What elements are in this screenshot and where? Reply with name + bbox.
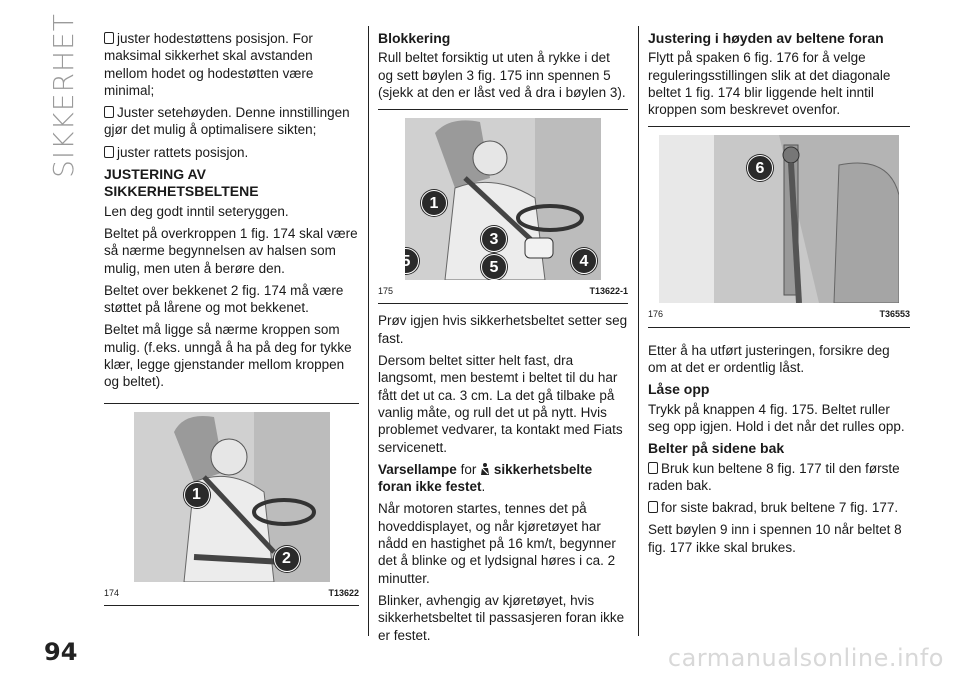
callout-4: 4 — [571, 248, 597, 275]
paragraph: Sett bøylen 9 inn i spennen 10 når belte… — [648, 522, 902, 555]
figure-caption: 174 T13622 — [104, 582, 359, 605]
warning-period: . — [481, 479, 486, 495]
callout-5b: 5 — [481, 254, 507, 281]
pillar-illustration — [659, 135, 899, 304]
callout-6: 6 — [747, 155, 773, 182]
callout-1: 1 — [421, 190, 447, 217]
figure-174: 1 2 174 T13622 — [104, 402, 359, 606]
paragraph: Len deg godt inntil seteryggen. — [104, 203, 289, 219]
bullet-steering: juster rattets posisjon. — [104, 144, 359, 161]
paragraph: Prøv igjen hvis sikkerhetsbeltet setter … — [378, 313, 628, 346]
paragraph: Rull beltet forsiktig ut uten å rykke i … — [378, 50, 626, 100]
figure-number: 176 — [648, 309, 664, 320]
section-title-text: SIKKERHET — [46, 12, 80, 178]
page-number: 94 — [44, 638, 78, 666]
warning-text: sikkerhetsbelte foran ikke festet — [378, 461, 593, 495]
figure-caption: 175 T13622-1 — [378, 280, 628, 303]
figure-number: 175 — [378, 286, 394, 297]
figure-number: 174 — [104, 587, 120, 598]
figure-174-image: 1 2 — [133, 411, 330, 582]
callout-3: 3 — [481, 226, 507, 253]
paragraph: Flytt på spaken 6 fig. 176 for å velge r… — [648, 50, 891, 118]
figure-code: T13622-1 — [589, 286, 628, 297]
watermark: carmanualsonline.info — [667, 644, 944, 672]
section-title-vertical: SIKKERHET — [38, 13, 88, 178]
callout-1: 1 — [183, 481, 210, 508]
heading-belt-adjust: JUSTERING AV SIKKERHETSBELTENE — [104, 166, 259, 200]
paragraph: Beltet på overkroppen 1 fig. 174 skal væ… — [104, 225, 358, 276]
bullet-seat-height: Juster setehøyden. Denne innstillingen g… — [104, 104, 359, 139]
figure-caption: 176 T36553 — [648, 303, 910, 326]
paragraph: Trykk på knappen 4 fig. 175. Beltet rull… — [648, 401, 905, 434]
heading-height-adjust: Justering i høyden av beltene foran — [648, 30, 884, 46]
figure-176: 6 176 T36553 — [648, 126, 910, 328]
paragraph: Etter å ha utført justeringen, forsikre … — [648, 342, 890, 376]
buckle-illustration — [405, 118, 601, 281]
paragraph: Når motoren startes, tennes det på hoved… — [378, 501, 616, 586]
warning-label: Varsellampe — [378, 461, 457, 477]
figure-rule — [648, 326, 910, 328]
column-divider — [638, 26, 639, 636]
column-left: juster hodestøttens posisjon. For maksim… — [104, 30, 359, 606]
warning-line: Varsellampe for sikkerhetsbelte foran ik… — [378, 461, 628, 496]
figure-176-image: 6 — [659, 135, 899, 304]
figure-code: T13622 — [328, 587, 359, 598]
bullet-rear-row1: Bruk kun beltene 8 fig. 177 til den førs… — [648, 460, 910, 495]
figure-rule — [104, 604, 359, 606]
paragraph: Dersom beltet sitter helt fast, dra lang… — [378, 353, 623, 455]
column-right: Justering i høyden av beltene foran Flyt… — [648, 30, 910, 561]
paragraph: Beltet over bekkenet 2 fig. 174 må være … — [104, 282, 344, 316]
figure-rule — [378, 303, 628, 305]
heading-blocking: Blokkering — [378, 30, 451, 46]
column-divider — [368, 26, 369, 636]
paragraph: Blinker, avhengig av kjøretøyet, hvis si… — [378, 592, 625, 643]
figure-175: 1 3 5 5 4 175 T13622-1 — [378, 109, 628, 305]
seatbelt-warning-icon — [480, 462, 490, 475]
driver-illustration — [133, 411, 330, 582]
heading-unlock: Låse opp — [648, 381, 710, 398]
warning-for: for — [460, 461, 477, 477]
callout-2: 2 — [273, 545, 300, 572]
column-middle: Blokkering Rull beltet forsiktig ut uten… — [378, 30, 628, 649]
figure-code: T36553 — [879, 309, 910, 320]
paragraph: Beltet må ligge så nærme kroppen som mul… — [104, 322, 352, 390]
bullet-headrest: juster hodestøttens posisjon. For maksim… — [104, 30, 359, 99]
figure-175-image: 1 3 5 5 4 — [405, 118, 601, 281]
bullet-rear-last: for siste bakrad, bruk beltene 7 fig. 17… — [648, 499, 910, 516]
heading-rear-side-belts: Belter på sidene bak — [648, 440, 785, 457]
